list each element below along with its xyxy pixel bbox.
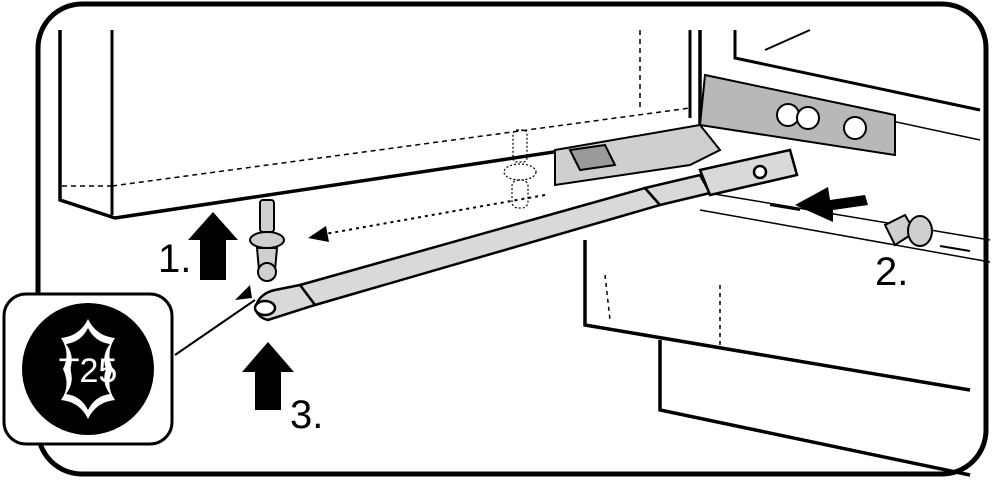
step1-label: 1. <box>158 237 191 281</box>
hinge-plate <box>554 73 896 187</box>
door-panel <box>58 30 702 220</box>
hinge-pin <box>249 199 285 282</box>
callout-line <box>174 299 256 356</box>
step1-arrow-up <box>188 212 238 280</box>
step3-label: 3. <box>290 393 323 437</box>
step3-arrow-up <box>242 342 294 410</box>
screw <box>883 213 933 247</box>
torx-bit-icon-inner <box>66 328 110 410</box>
pin-move-arrow <box>308 194 546 242</box>
step2-label: 2. <box>875 250 908 294</box>
step2-arrow-left <box>795 187 868 222</box>
pin-ghost <box>503 129 537 209</box>
tool-label: T25 <box>59 352 118 390</box>
damper-rod <box>253 148 799 322</box>
pointer-arrow <box>235 285 252 300</box>
torx-badge: T25 <box>2 292 174 446</box>
